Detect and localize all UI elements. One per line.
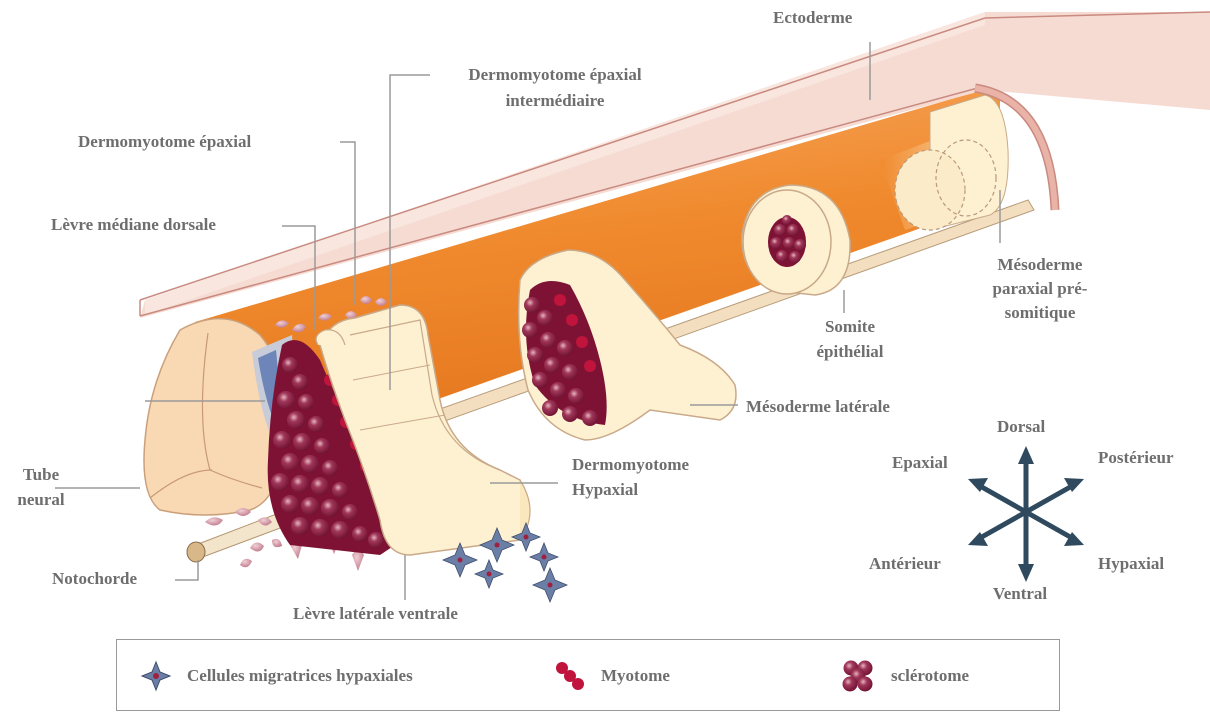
- label-dermomyotome-hypaxial-line2: Hypaxial: [572, 479, 638, 501]
- orientation-compass: [968, 446, 1084, 582]
- label-dermomyotome-epaxial-intermediaire-line2: intermédiaire: [432, 90, 678, 112]
- label-posterieur: Postérieur: [1098, 447, 1174, 469]
- legend-label-sclerotome: sclérotome: [891, 666, 969, 686]
- legend-label-myotome: Myotome: [601, 666, 670, 686]
- label-dorsal: Dorsal: [997, 416, 1045, 438]
- label-hypaxial: Hypaxial: [1098, 553, 1164, 575]
- label-somite-line1: Somite: [810, 316, 890, 338]
- label-dermomyotome-epaxial: Dermomyotome épaxial: [78, 131, 251, 153]
- label-tube-neural-line1: Tube: [16, 464, 66, 486]
- label-levre-laterale-ventrale: Lèvre latérale ventrale: [293, 603, 458, 625]
- label-dermomyotome-epaxial-intermediaire-line1: Dermomyotome épaxial: [432, 64, 678, 86]
- label-ventral: Ventral: [993, 583, 1047, 605]
- legend-item-myotome: Myotome: [553, 640, 670, 712]
- legend-item-sclerotome: sclérotome: [839, 640, 969, 712]
- label-dermomyotome-hypaxial-line1: Dermomyotome: [572, 454, 689, 476]
- label-notochorde: Notochorde: [52, 568, 137, 590]
- label-anterieur: Antérieur: [869, 553, 941, 575]
- star-cell-icon: [139, 659, 173, 693]
- label-mesoderme-paraxial-line1: Mésoderme: [980, 254, 1100, 276]
- label-somite-line2: épithélial: [810, 341, 890, 363]
- label-mesoderme-laterale: Mésoderme latérale: [746, 396, 890, 418]
- label-levre-mediane-dorsale: Lèvre médiane dorsale: [51, 214, 216, 236]
- label-mesoderme-paraxial-line3: somitique: [980, 302, 1100, 324]
- sclerotome-cluster-icon: [839, 657, 877, 695]
- label-tube-neural-line2: neural: [16, 489, 66, 511]
- legend-item-cellules: Cellules migratrices hypaxiales: [139, 640, 413, 712]
- label-mesoderme-paraxial-line2: paraxial pré-: [980, 278, 1100, 300]
- label-ectoderme: Ectoderme: [773, 7, 852, 29]
- label-epaxial: Epaxial: [892, 452, 948, 474]
- legend-box: Cellules migratrices hypaxiales Myotome …: [116, 639, 1060, 711]
- legend-label-cellules: Cellules migratrices hypaxiales: [187, 666, 413, 686]
- myotome-dots-icon: [553, 659, 587, 693]
